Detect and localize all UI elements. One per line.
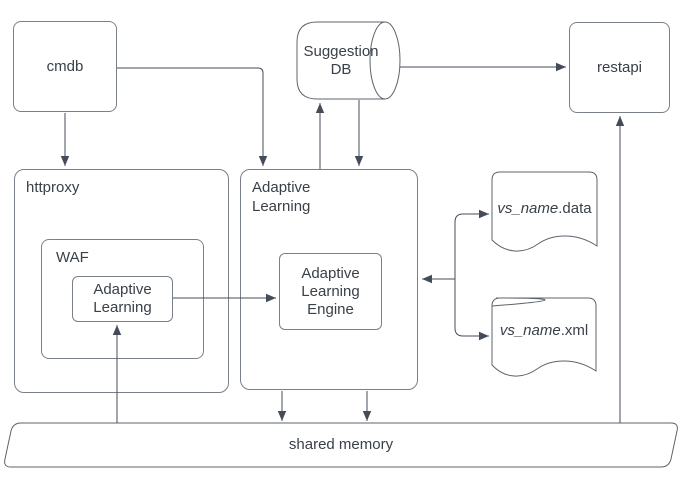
node-restapi[interactable]: restapi [569,22,670,113]
node-suggestion-db-shape[interactable] [296,21,401,100]
node-shared-memory-shape[interactable] [4,422,678,468]
cmdb-label: cmdb [46,57,84,75]
node-adaptive-learning-engine[interactable]: Adaptive Learning Engine [279,253,382,330]
edge-branch-to-vs-name-data[interactable] [454,209,489,279]
node-waf[interactable]: WAF [41,239,204,359]
adaptive-learning-label: Adaptive Learning [252,179,311,215]
waf-adaptive-learning-label: Adaptive Learning [93,281,152,316]
edge-cmdb-to-adaptive-learning[interactable] [117,67,268,166]
edge-branch-to-vs-name-xml[interactable] [454,279,489,341]
node-vs-name-xml-shape[interactable] [491,297,597,377]
adaptive-learning-engine-label: Adaptive Learning Engine [301,264,360,318]
httproxy-label: httproxy [26,179,80,196]
waf-label: WAF [56,249,89,266]
node-vs-name-data-shape[interactable] [491,171,598,252]
restapi-label: restapi [596,58,643,76]
node-waf-adaptive-learning[interactable]: Adaptive Learning [72,276,173,322]
node-cmdb[interactable]: cmdb [13,21,117,112]
